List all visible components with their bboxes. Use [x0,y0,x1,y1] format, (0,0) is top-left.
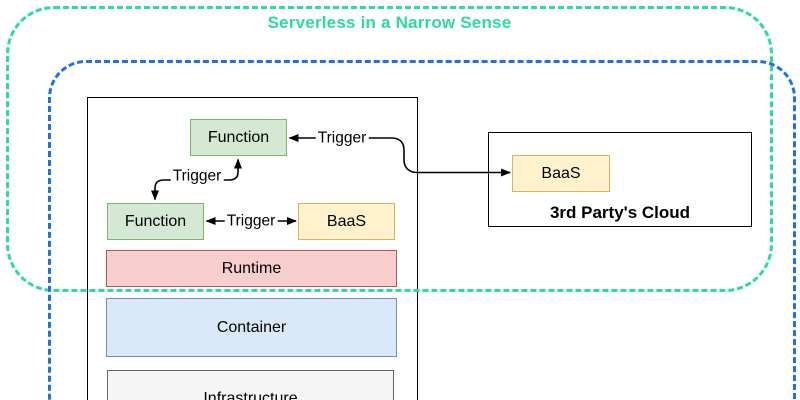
third-party-cloud-label: 3rd Party's Cloud [549,203,691,222]
node-baas-internal: BaaS [298,203,395,240]
node-baas-third-party: BaaS [512,155,610,192]
narrow-sense-boundary [6,6,773,292]
broad-sense-boundary [48,60,796,400]
node-container: Container [106,298,397,357]
narrow-sense-title: Serverless in a Narrow Sense [267,13,512,32]
node-infrastructure: Infrastructure [107,370,394,400]
trigger-label-top: Trigger [315,129,369,147]
node-function-bottom: Function [107,203,204,240]
node-function-top: Function [190,119,287,156]
trigger-label-functions: Trigger [170,167,224,185]
node-runtime: Runtime [106,250,397,287]
trigger-label-bottom: Trigger [224,212,278,230]
